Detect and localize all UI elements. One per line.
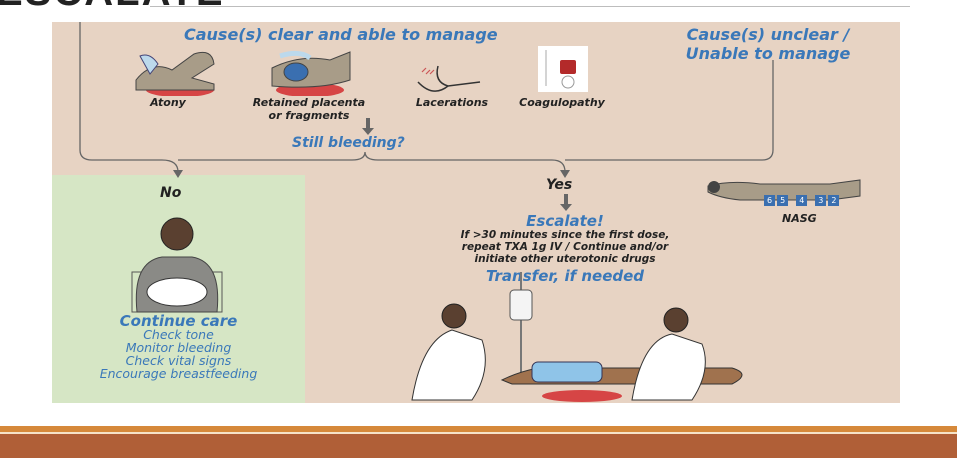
care-item: Encourage breastfeeding [99,366,258,381]
footer-accent-bar [0,426,957,432]
atony-illustration [135,51,215,96]
retained-line2: or fragments [268,109,350,122]
footer-divider [0,432,957,434]
transfer-scene-illustration [411,272,743,402]
footer-bar [0,434,957,458]
escalate-line: If >30 minutes since the first dose, [460,229,670,241]
mother-breastfeeding-illustration [131,217,223,313]
nasg-segment: 3 [815,195,827,206]
clear-cause-heading: Cause(s) clear and able to manage [184,25,498,44]
unclear-heading-line1: Cause(s) unclear / [686,25,850,44]
escalate-instructions: If >30 minutes since the first dose, rep… [400,229,730,265]
slide-title: ESCALATE [0,0,225,15]
unclear-cause-heading: Cause(s) unclear / Unable to manage [658,25,878,63]
no-label: No [160,185,182,201]
nasg-segments: 6 5 4 3 2 [764,195,840,206]
continue-care-heading: Continue care [119,312,238,330]
care-item: Check vital signs [125,353,232,368]
nasg-segment: 6 [764,195,776,206]
lacerations-icon [417,65,481,92]
nasg-segment: 2 [828,195,840,206]
continue-care-list: Check tone Monitor bleeding Check vital … [52,328,305,380]
nasg-label: NASG [782,212,817,225]
cause-label-lacerations: Lacerations [415,96,489,109]
yes-label: Yes [546,177,573,193]
cause-label-retained-placenta: Retained placenta or fragments [244,96,374,122]
retained-line1: Retained placenta [252,96,366,109]
coagulopathy-blood-bag-icon [538,46,588,92]
escalate-line: initiate other uterotonic drugs [474,253,656,265]
cause-label-coagulopathy: Coagulopathy [519,96,605,109]
still-bleeding-question: Still bleeding? [292,135,405,151]
pph-infographic: Cause(s) clear and able to manage Cause(… [52,22,900,403]
transfer-heading: Transfer, if needed [485,267,645,285]
nasg-segment: 5 [777,195,789,206]
care-item: Monitor bleeding [125,340,232,355]
care-item: Check tone [143,327,214,342]
escalate-line: repeat TXA 1g IV / Continue and/or [461,241,669,253]
unclear-heading-line2: Unable to manage [685,44,851,63]
nasg-segment: 4 [796,195,808,206]
escalate-heading: Escalate! [526,212,604,230]
cause-label-atony: Atony [150,96,186,109]
retained-placenta-illustration [271,50,351,96]
title-divider [150,6,910,7]
flow-lines [79,22,774,211]
